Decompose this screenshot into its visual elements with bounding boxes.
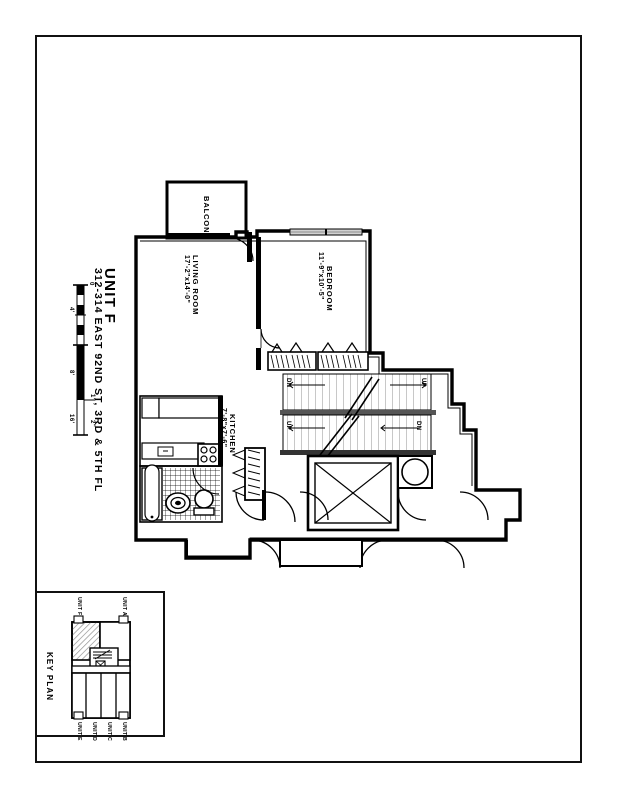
key-plan-unit-d: UNIT D (91, 722, 97, 742)
key-plan-unit-c: UNIT C (106, 722, 112, 742)
address-subtitle: 312-314 EAST 92ND ST, 3RD & 5TH FL (92, 268, 104, 493)
room-label-living-room: LIVING ROOM (191, 255, 200, 316)
scale-tick-4: 4' (68, 307, 74, 313)
scale-tick-8: 8' (68, 370, 74, 376)
scale-tick-16: 16' (68, 414, 74, 424)
stair-label-dn-upper: DN (285, 378, 291, 388)
room-dim-living-room: 17'-2"x14'-0" (183, 255, 190, 304)
room-label-bedroom: BEDROOM (325, 266, 334, 312)
room-label-kitchen: KITCHEN (228, 414, 237, 454)
key-plan-unit-a: UNIT A (121, 597, 127, 616)
room-dim-kitchen: 7'-8"x7'-6" (220, 408, 227, 448)
key-plan-unit-e: UNIT E (76, 722, 82, 741)
key-plan-unit-b: UNIT B (121, 722, 127, 742)
stair-label-up-upper: UP (420, 378, 426, 388)
room-dim-bedroom: 11'-9"x10'-5" (317, 252, 324, 300)
key-plan-title: KEY PLAN (45, 652, 54, 702)
key-plan-unit-f: UNIT F (76, 597, 82, 616)
room-label-balcony: BALCONY (202, 196, 211, 240)
key-plan-box (35, 591, 165, 737)
stair-label-dn-lower: DN (415, 421, 421, 431)
stair-label-up-lower: UP (285, 421, 291, 431)
